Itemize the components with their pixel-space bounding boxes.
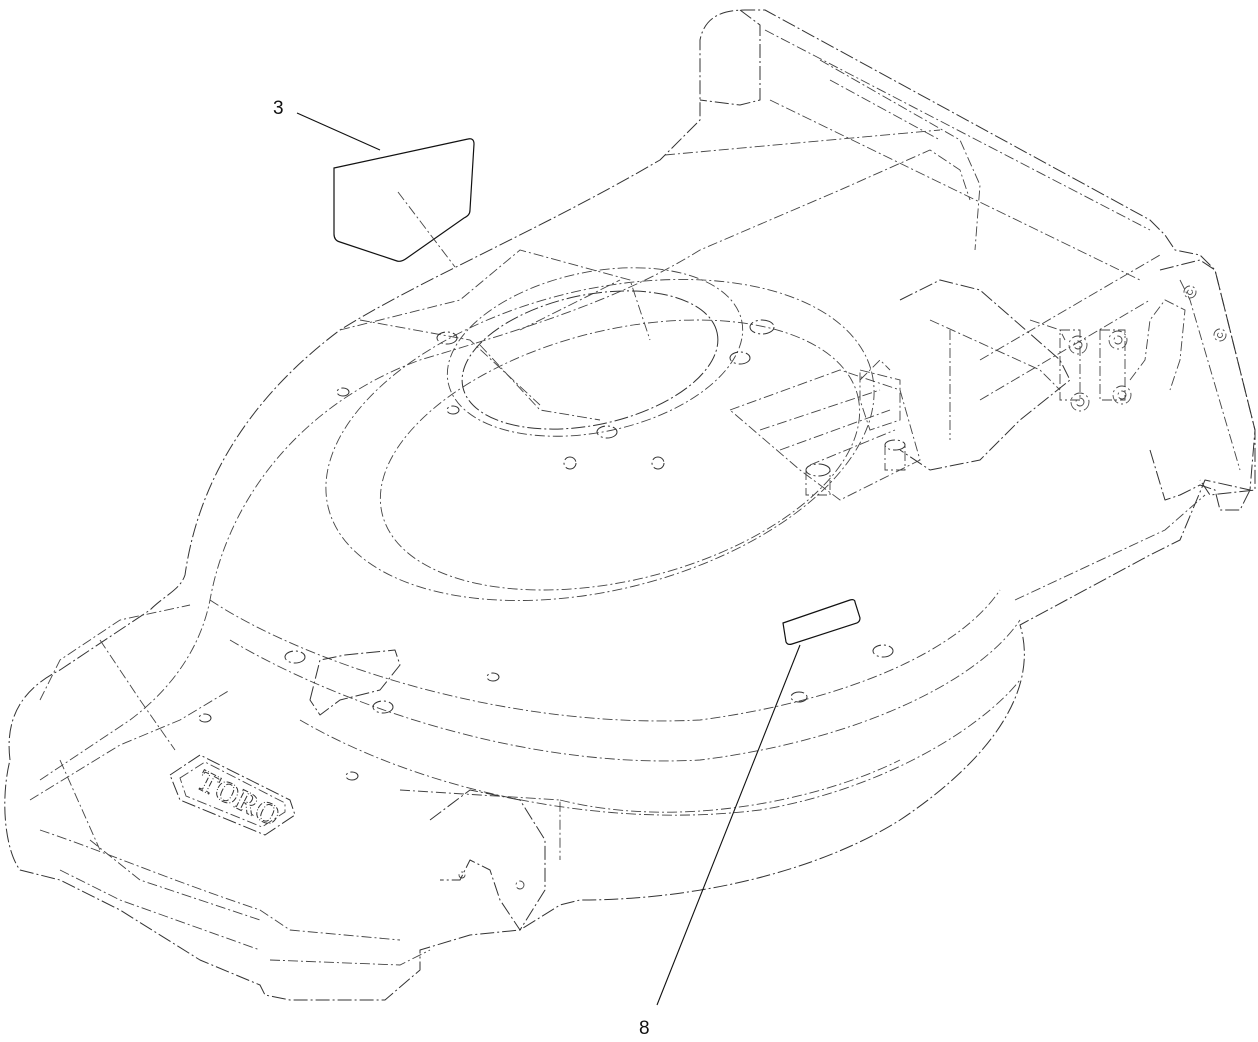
decal-part-3 bbox=[333, 138, 475, 268]
leader-line-8 bbox=[656, 644, 801, 1006]
leader-line-3 bbox=[296, 112, 381, 151]
callout-number-8: 8 bbox=[639, 1018, 650, 1039]
mower-deck-housing bbox=[4, 9, 1256, 1001]
toro-logo-plate: TORO bbox=[169, 754, 296, 836]
callout-number-3: 3 bbox=[273, 98, 284, 119]
callout-8: 8 bbox=[639, 644, 801, 1039]
label-part-8 bbox=[782, 599, 861, 645]
mounting-bosses bbox=[198, 319, 894, 781]
callout-3: 3 bbox=[273, 98, 381, 151]
wheel-bracket-pivots bbox=[1059, 299, 1186, 412]
